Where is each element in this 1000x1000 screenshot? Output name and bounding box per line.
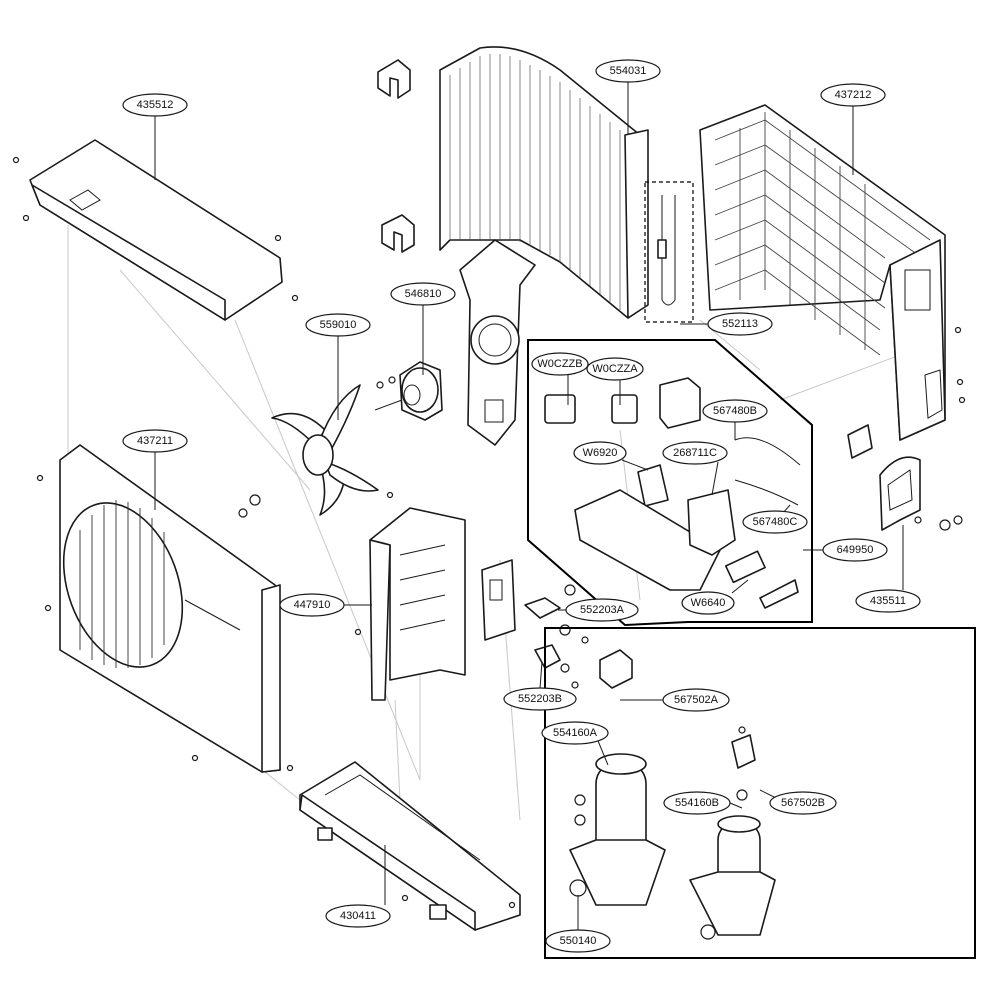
label-552203A: 552203A <box>565 598 639 622</box>
svg-text:554160B: 554160B <box>675 797 719 809</box>
svg-text:552203B: 552203B <box>518 693 562 705</box>
svg-text:W0CZZA: W0CZZA <box>592 363 638 375</box>
fan-propeller <box>238 384 379 518</box>
label-430411: 430411 <box>325 904 391 928</box>
svg-text:546810: 546810 <box>405 288 442 300</box>
svg-text:559010: 559010 <box>320 319 357 331</box>
control-box-outline <box>527 339 813 627</box>
svg-text:567502B: 567502B <box>781 797 825 809</box>
label-435511: 435511 <box>855 589 921 613</box>
label-567480C: 567480C <box>742 510 808 534</box>
svg-text:W6920: W6920 <box>583 447 618 459</box>
svg-text:435512: 435512 <box>137 99 174 111</box>
svg-text:552113: 552113 <box>722 318 758 330</box>
rear-grille-panel <box>699 104 966 441</box>
svg-text:550140: 550140 <box>560 935 597 947</box>
svg-text:552203A: 552203A <box>580 604 625 616</box>
service-valve-a <box>524 584 589 644</box>
fan-motor <box>374 361 443 421</box>
svg-text:W0CZZB: W0CZZB <box>537 358 582 370</box>
service-valve-b <box>534 644 579 689</box>
svg-text:447910: 447910 <box>294 599 331 611</box>
compressor-b <box>689 726 776 940</box>
svg-text:567502A: 567502A <box>674 694 719 706</box>
label-554160A: 554160A <box>541 721 609 745</box>
svg-text:435511: 435511 <box>870 595 906 607</box>
label-268711C: 268711C <box>662 441 728 465</box>
label-435512: 435512 <box>122 93 188 117</box>
compressor-box-outline <box>544 627 976 959</box>
front-grille-panel <box>36 444 294 773</box>
control-components <box>544 377 801 609</box>
label-550140: 550140 <box>545 929 611 953</box>
motor-bracket <box>459 239 536 446</box>
label-552203B: 552203B <box>503 687 577 711</box>
label-437211: 437211 <box>122 429 188 453</box>
label-559010: 559010 <box>305 313 371 337</box>
label-W6640: W6640 <box>681 591 735 615</box>
svg-text:554031: 554031 <box>610 65 647 77</box>
label-W0CZZA: W0CZZA <box>586 357 644 381</box>
svg-text:554160A: 554160A <box>553 727 598 739</box>
label-546810: 546810 <box>390 282 456 306</box>
coil-sensor-box <box>644 181 694 323</box>
svg-text:649950: 649950 <box>837 544 874 556</box>
top-cover <box>12 139 299 321</box>
svg-text:567480B: 567480B <box>713 405 757 417</box>
label-554031: 554031 <box>595 59 661 83</box>
coil-sensor <box>657 195 676 306</box>
svg-text:430411: 430411 <box>340 910 376 922</box>
svg-text:567480C: 567480C <box>753 516 798 528</box>
label-447910: 447910 <box>279 593 345 617</box>
label-W6920: W6920 <box>573 441 627 465</box>
label-567480B: 567480B <box>702 399 768 423</box>
base-pan <box>299 761 521 931</box>
partition-plate <box>354 491 466 701</box>
svg-text:437211: 437211 <box>137 435 173 447</box>
valve-bracket <box>481 559 516 641</box>
part-labels: 435512 554031 437212 546810 559010 55211… <box>122 59 921 953</box>
condenser-coil <box>377 46 649 319</box>
svg-text:W6640: W6640 <box>691 597 726 609</box>
label-567502A: 567502A <box>662 688 730 712</box>
compressor-a <box>569 649 666 906</box>
label-W0CZZB: W0CZZB <box>531 352 589 376</box>
label-649950: 649950 <box>822 538 888 562</box>
label-552113: 552113 <box>707 312 773 336</box>
side-cover <box>847 424 963 531</box>
label-437212: 437212 <box>820 83 886 107</box>
label-554160B: 554160B <box>663 791 731 815</box>
svg-text:268711C: 268711C <box>673 447 717 459</box>
label-567502B: 567502B <box>769 791 837 815</box>
svg-text:437212: 437212 <box>835 89 872 101</box>
